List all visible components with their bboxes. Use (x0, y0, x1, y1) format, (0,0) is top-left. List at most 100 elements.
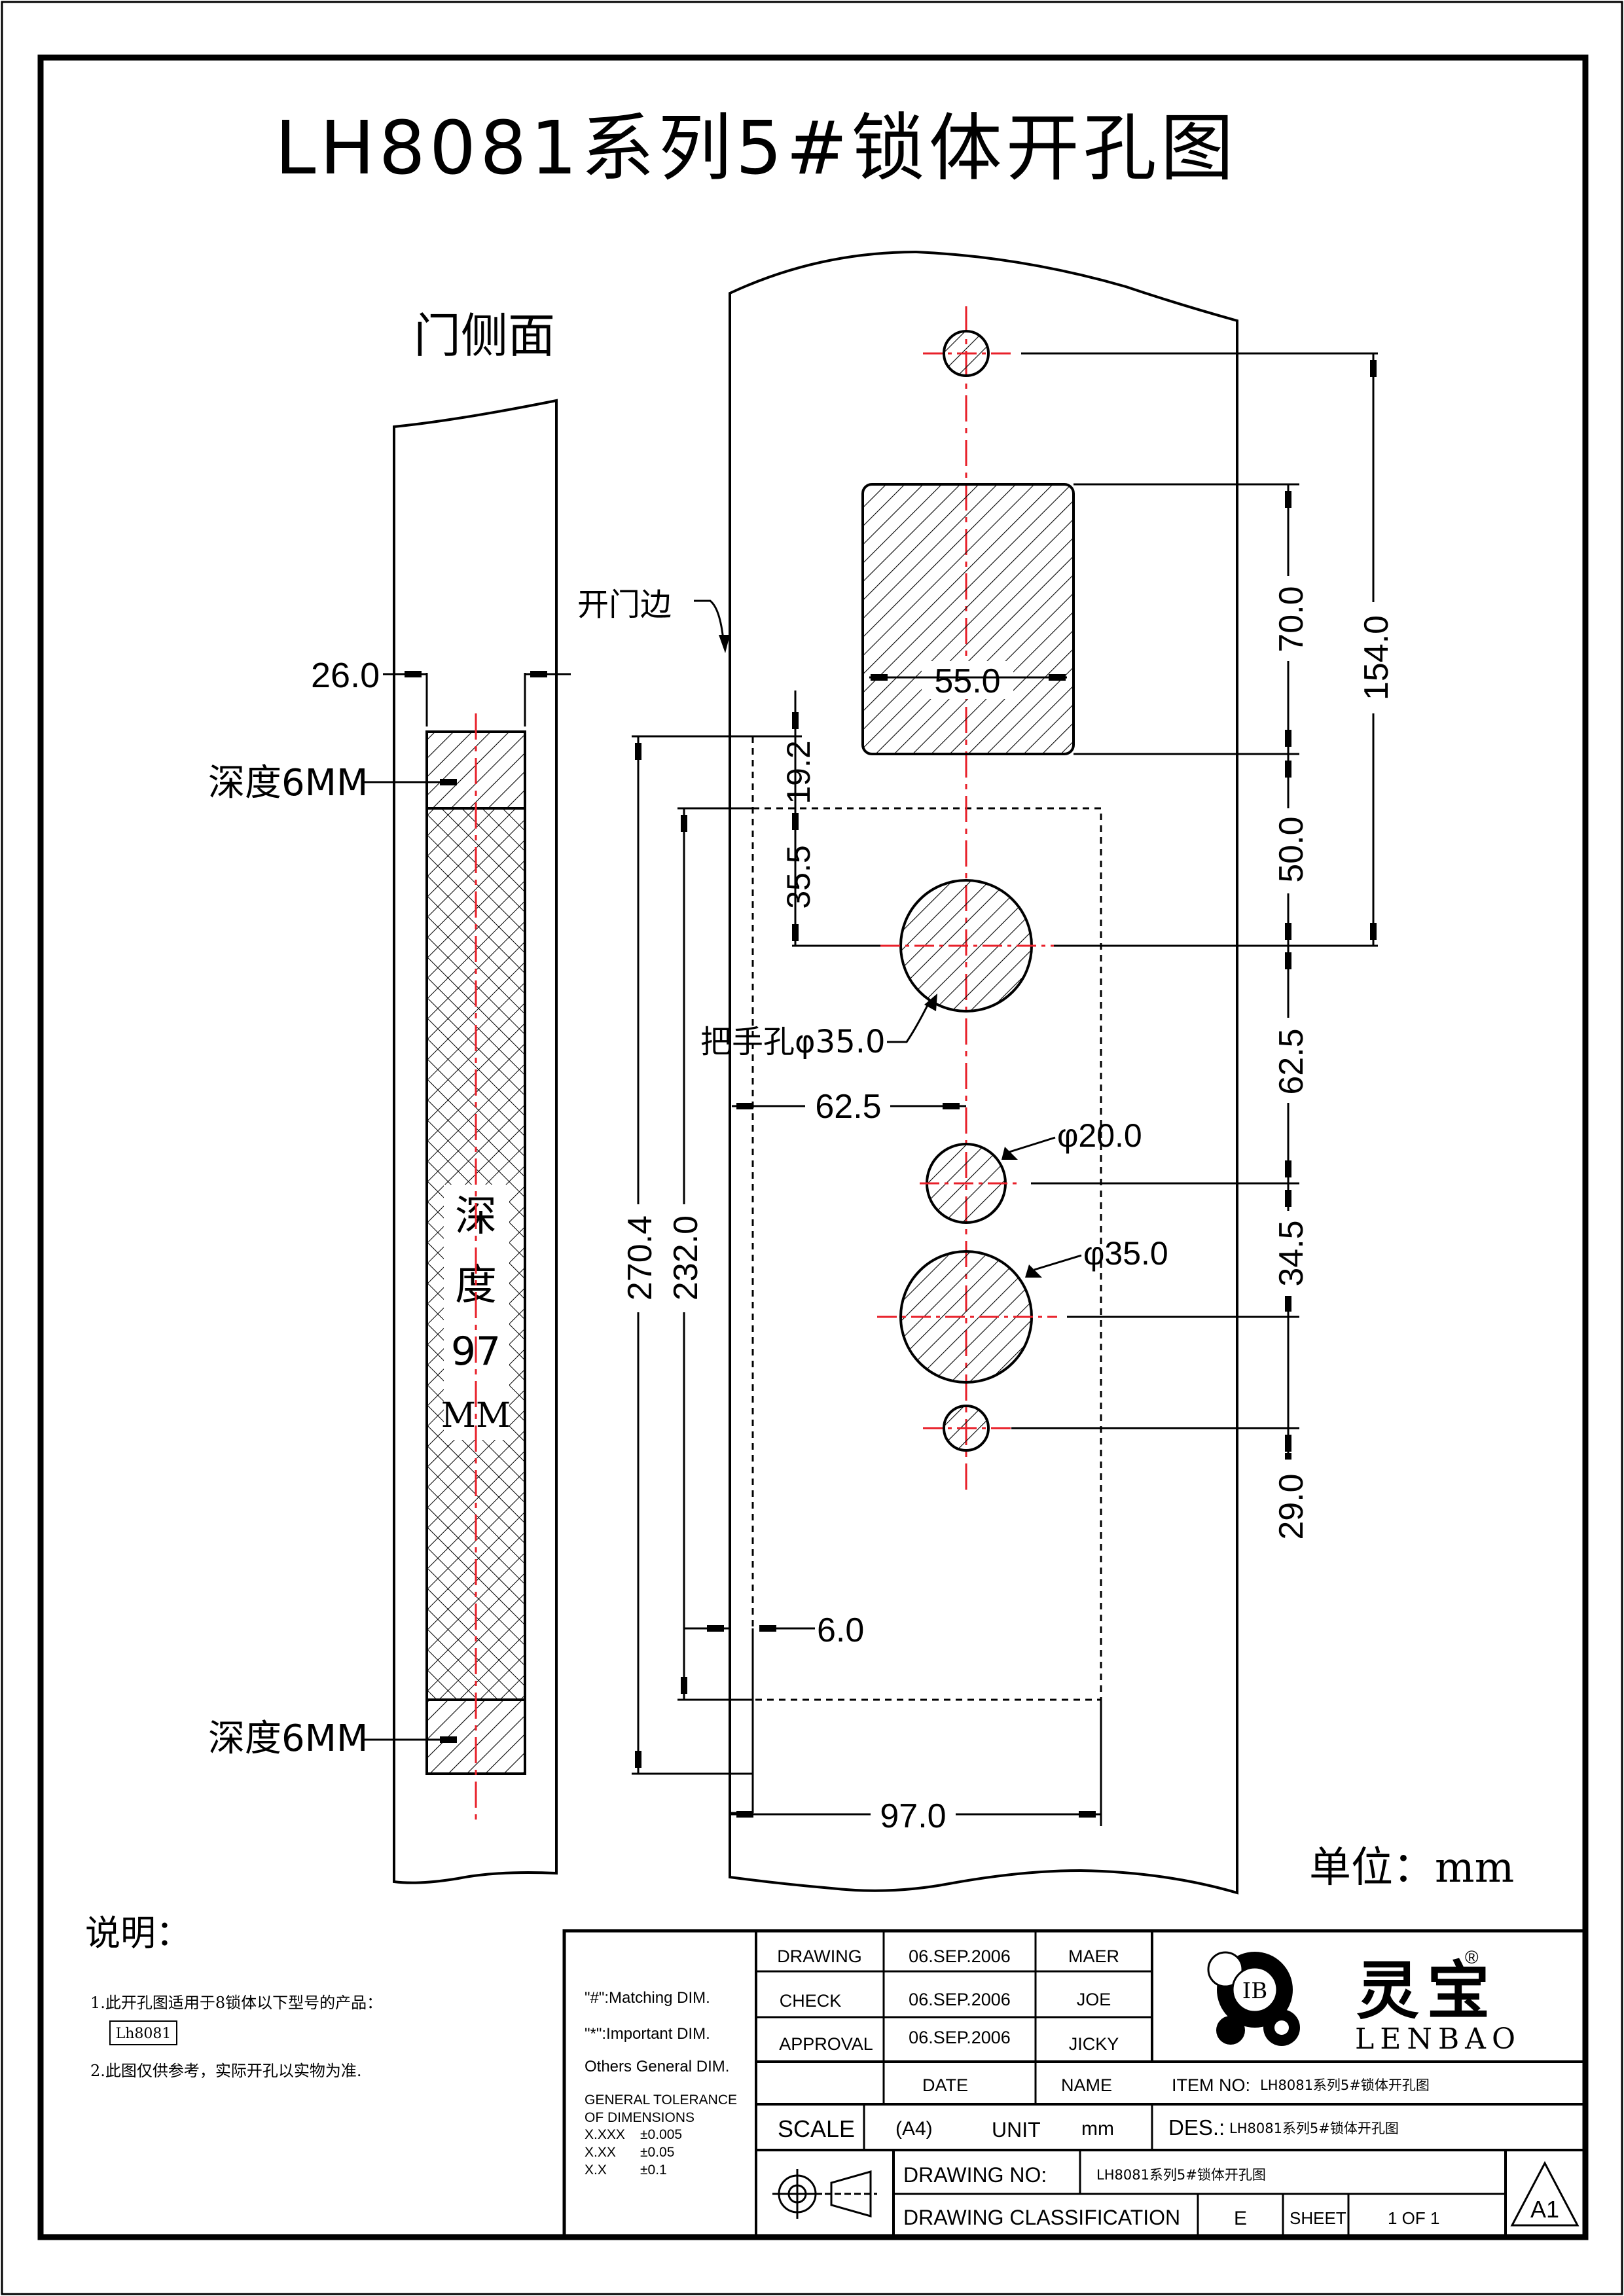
arrow (1049, 674, 1066, 681)
arrow (792, 813, 799, 830)
lock-body-outline (751, 807, 1102, 1701)
name-header: NAME (1061, 2075, 1112, 2095)
tolerance-row-3-val: ±0.1 (640, 2162, 667, 2178)
depth-top-label: 深度6MM (208, 762, 368, 804)
dim-70-label: 70.0 (1272, 586, 1310, 652)
brand-registered: ® (1465, 1947, 1479, 1967)
dim-6-label: 6.0 (817, 1611, 864, 1649)
arrow (1025, 1265, 1042, 1278)
unit-value: mm (1081, 2118, 1114, 2140)
note-1: 1.此开孔图适用于8锁体以下型号的产品： (90, 1994, 382, 2012)
sign-date-2: 06.SEP.2006 (909, 1990, 1011, 2009)
arrow (440, 779, 457, 785)
sign-date-1: 06.SEP.2006 (909, 1946, 1011, 1966)
page-title: LH8081系列5#锁体开孔图 (275, 106, 1238, 191)
sign-name-1: MAER (1068, 1946, 1119, 1966)
door-front-outline (729, 250, 1238, 1895)
tolerance-heading-1: GENERAL TOLERANCE (585, 2092, 737, 2108)
model-box-text: Lh8081 (116, 2026, 171, 2042)
brand-en: LENBAO (1355, 2022, 1521, 2056)
sign-role-1: DRAWING (777, 1946, 862, 1966)
dim-97-bg (871, 1797, 956, 1833)
cylinder-cutout (861, 483, 1075, 755)
legend-important: "*":Important DIM. (585, 2025, 710, 2043)
item-no-value: LH8081系列5#锁体开孔图 (1260, 2077, 1430, 2093)
edge-label: 开门边 (577, 586, 672, 623)
dim-backset-bg (805, 1086, 890, 1122)
arrow (719, 635, 730, 653)
arrow (1285, 761, 1291, 778)
tolerance-row-2-val: ±0.05 (640, 2145, 674, 2160)
projection-symbol-icon (772, 2169, 877, 2219)
model-box (109, 2020, 177, 2045)
arrow (1285, 1295, 1291, 1312)
arrow (1370, 360, 1377, 377)
dim-50-label: 50.0 (1272, 816, 1310, 882)
dim-232-bg (666, 1204, 703, 1312)
dim-62-5-bg (1270, 1018, 1307, 1103)
dim-55-label: 55.0 (934, 662, 1000, 700)
dim-backset-label: 62.5 (815, 1088, 881, 1126)
dim-50-bg (1270, 808, 1307, 893)
sign-role-2: CHECK (780, 1991, 842, 2011)
dim-26-label: 26.0 (311, 656, 380, 695)
arrow (736, 1811, 753, 1818)
arrow (1370, 923, 1377, 940)
arrow (1001, 1147, 1018, 1160)
legend-matching: "#":Matching DIM. (585, 1989, 710, 2007)
sign-date-3: 06.SEP.2006 (909, 2028, 1011, 2047)
sign-name-2: JOE (1077, 1990, 1111, 2009)
tolerance-heading-2: OF DIMENSIONS (585, 2110, 695, 2125)
dim-97-label: 97.0 (880, 1797, 946, 1835)
large-hole-leader (1034, 1254, 1082, 1271)
edge-leader (694, 600, 725, 641)
small-hole-label: φ20.0 (1057, 1117, 1142, 1154)
lock-body-face-lines (730, 735, 754, 1814)
arrow (1285, 491, 1291, 508)
dim-270-4-bg (621, 1204, 657, 1312)
title-block (562, 1929, 1586, 2239)
unit-header: UNIT (992, 2118, 1041, 2142)
sheet-label: SHEET (1290, 2208, 1346, 2228)
arrow (681, 815, 687, 832)
revision-value: A1 (1530, 2196, 1559, 2223)
side-view-label: 门侧面 (414, 308, 555, 363)
arrow (924, 994, 937, 1011)
item-no-label: ITEM NO: (1172, 2075, 1250, 2095)
arrow (1285, 952, 1291, 969)
sheet-value: 1 OF 1 (1388, 2208, 1439, 2228)
drawing-frame (37, 54, 1589, 2240)
arrow (635, 743, 641, 760)
date-header: DATE (922, 2075, 968, 2095)
arrow (1285, 1190, 1291, 1207)
dim-270-4-label: 270.4 (621, 1215, 659, 1300)
brand-cn: 灵宝 (1356, 1954, 1498, 2028)
unit-label: 单位：mm (1309, 1844, 1514, 1892)
arrow (792, 712, 799, 729)
arrow (1285, 1160, 1291, 1177)
depth-bottom-label: 深度6MM (208, 1717, 368, 1760)
scale-value: (A4) (895, 2118, 933, 2140)
dim-29-label: 29.0 (1272, 1473, 1310, 1539)
arrow (405, 671, 422, 677)
dim-154-label: 154.0 (1358, 615, 1396, 700)
notes-heading: 说明： (85, 1912, 191, 1954)
sign-role-3: APPROVAL (779, 2034, 873, 2054)
large-hole-label: φ35.0 (1083, 1235, 1168, 1272)
revision-triangle (1510, 2161, 1579, 2227)
arrow (1285, 1435, 1291, 1452)
arrow (1079, 1811, 1096, 1818)
drawing-no-label: DRAWING NO: (903, 2163, 1047, 2187)
note-2: 2.此图仅供参考，实际开孔以实物为准. (90, 2062, 362, 2080)
handle-hole-label: 把手孔φ35.0 (700, 1024, 886, 1060)
tolerance-row-2-key: X.XX (585, 2145, 616, 2160)
logo-initials: IB (1242, 1978, 1267, 2004)
arrow (943, 1103, 960, 1109)
arrow (1285, 923, 1291, 940)
dim-55-bg (922, 661, 1013, 699)
legend-others: Others General DIM. (585, 2058, 729, 2075)
tolerance-row-1-key: X.XXX (585, 2127, 625, 2142)
dim-34-5-label: 34.5 (1272, 1220, 1310, 1286)
